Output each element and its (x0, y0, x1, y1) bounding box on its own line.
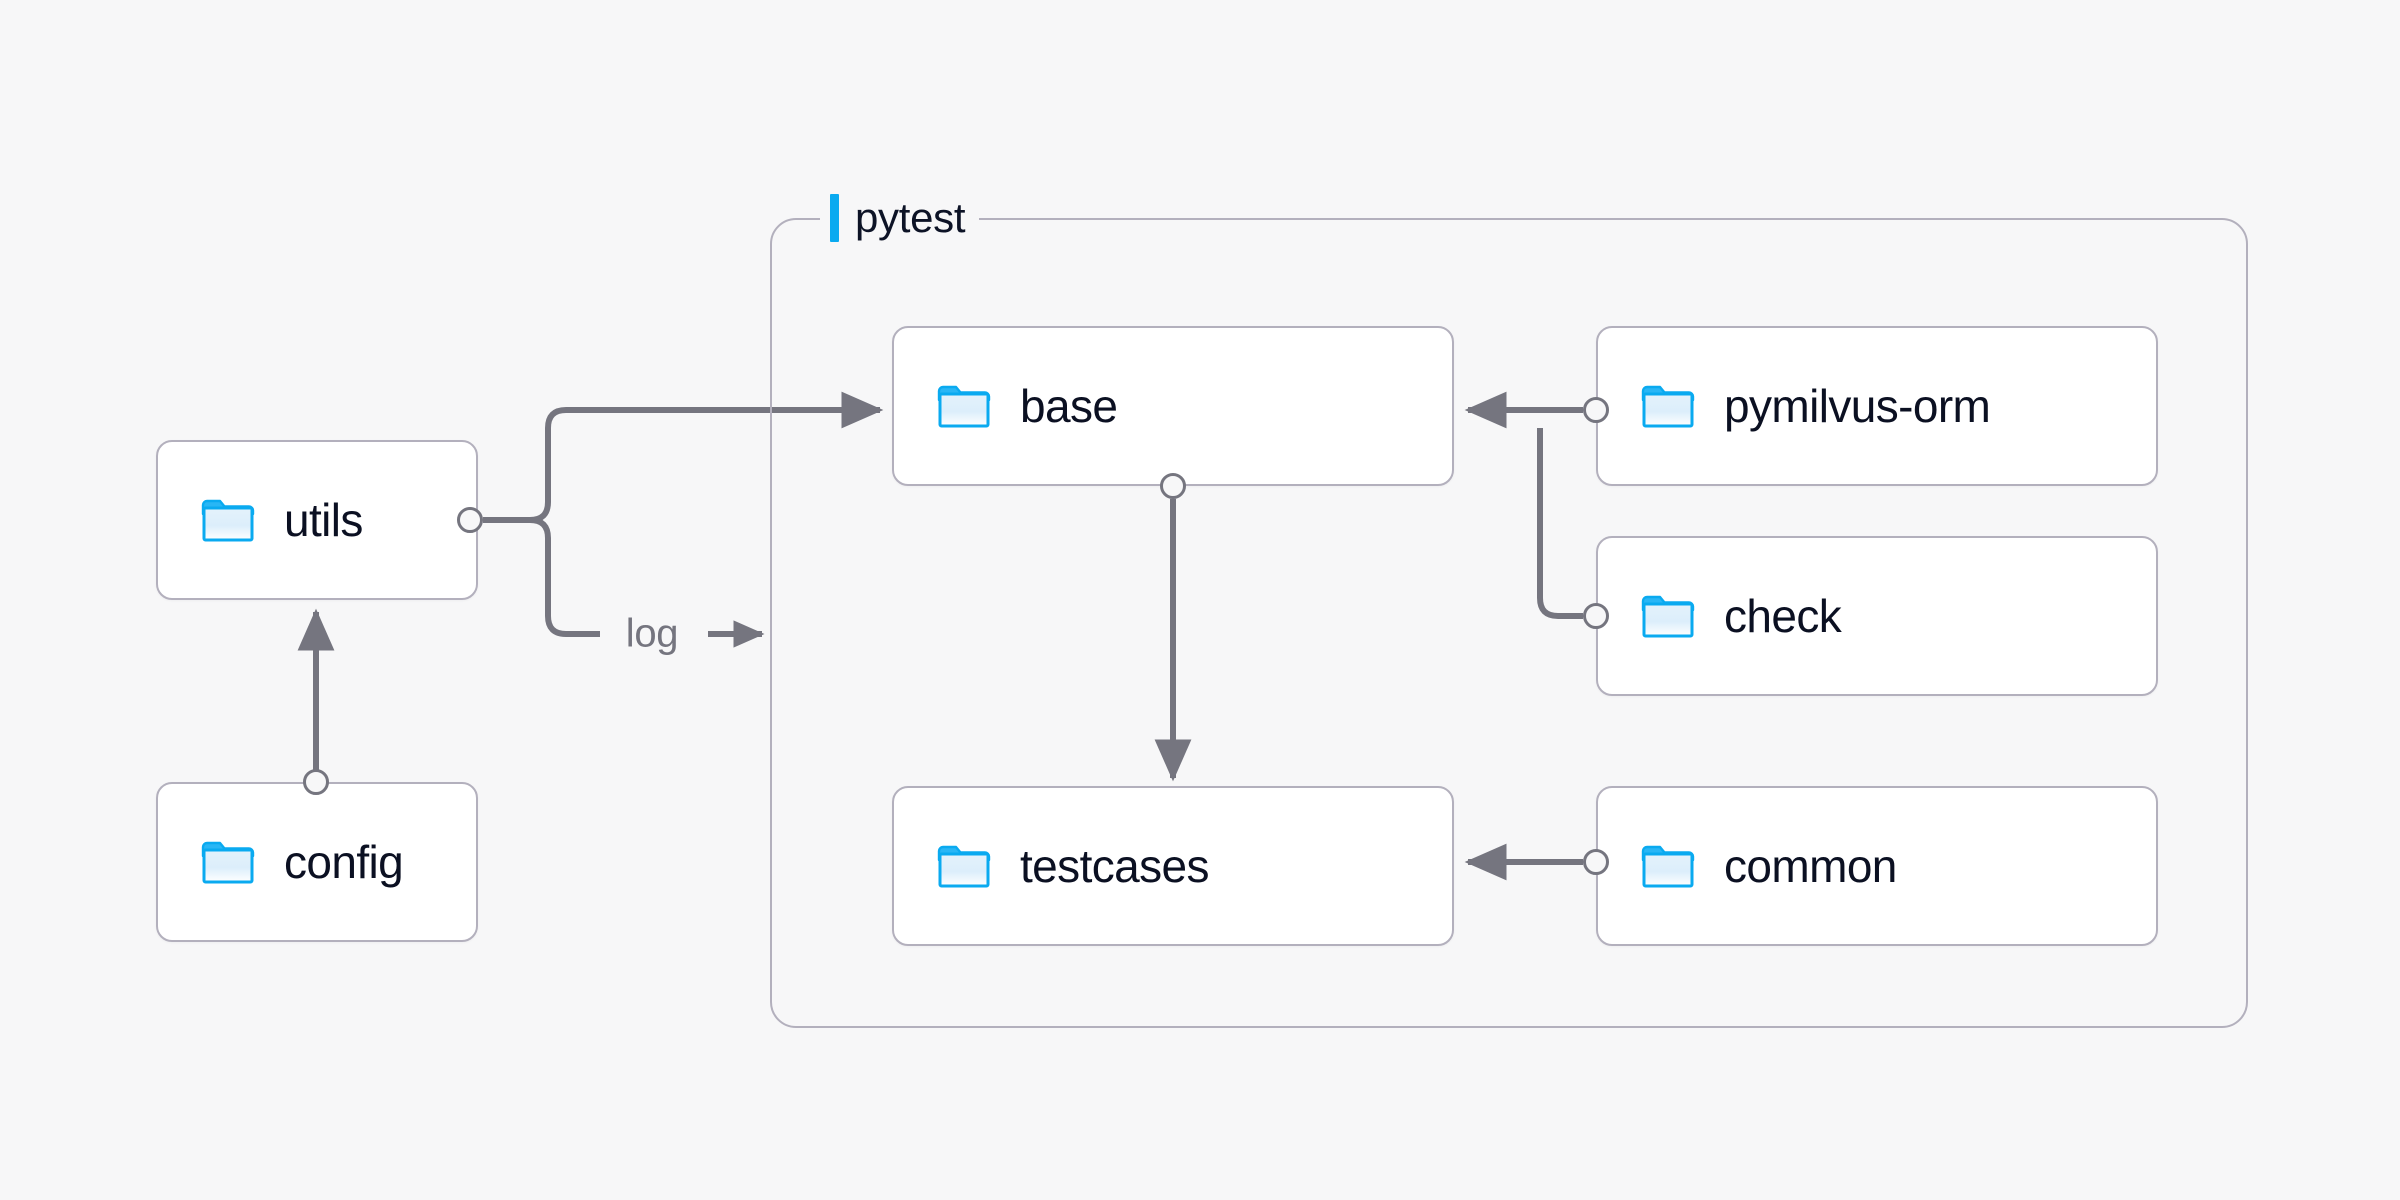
node-check[interactable]: check (1596, 536, 2158, 696)
node-label-common: common (1724, 840, 1897, 892)
node-label-check: check (1724, 590, 1842, 642)
port-pymilvus-orm-left[interactable] (1583, 397, 1609, 423)
node-config[interactable]: config (156, 782, 478, 942)
folder-icon (1641, 595, 1695, 638)
port-check-left[interactable] (1583, 603, 1609, 629)
folder-icon (201, 499, 255, 542)
node-utils[interactable]: utils (156, 440, 478, 600)
node-pymilvus-orm[interactable]: pymilvus-orm (1596, 326, 2158, 486)
folder-icon (937, 845, 991, 888)
folder-icon (1641, 845, 1695, 888)
node-common[interactable]: common (1596, 786, 2158, 946)
folder-icon (1641, 385, 1695, 428)
port-base-bottom[interactable] (1160, 473, 1186, 499)
node-label-testcases: testcases (1020, 840, 1210, 892)
log-label: log (617, 611, 687, 657)
node-label-utils: utils (284, 494, 363, 546)
node-testcases[interactable]: testcases (892, 786, 1454, 946)
node-label-config: config (284, 836, 404, 888)
port-utils-right[interactable] (457, 507, 483, 533)
node-label-pymilvus-orm: pymilvus-orm (1724, 380, 1991, 432)
node-label-base: base (1020, 380, 1118, 432)
accent-bar-icon (830, 194, 839, 242)
folder-icon (937, 385, 991, 428)
node-base[interactable]: base (892, 326, 1454, 486)
group-pytest-label: pytest (820, 190, 980, 246)
port-config-top[interactable] (303, 769, 329, 795)
port-common-left[interactable] (1583, 849, 1609, 875)
folder-icon (201, 841, 255, 884)
group-label-text: pytest (855, 194, 966, 241)
group-pytest-container[interactable] (770, 218, 2248, 1028)
